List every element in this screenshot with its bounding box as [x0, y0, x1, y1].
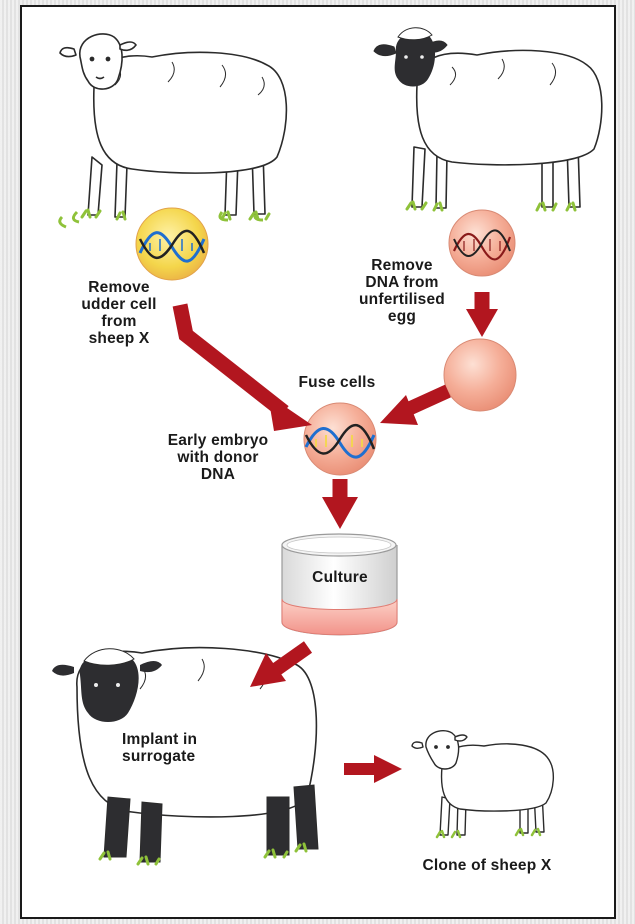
label-fuse-cells: Fuse cells — [282, 374, 392, 391]
diagram-frame: Remove udder cell from sheep X Remove DN… — [20, 5, 616, 919]
early-embryo-icon — [304, 403, 376, 475]
label-culture: Culture — [284, 569, 396, 586]
label-implant-in-surrogate: Implant in surrogate — [122, 731, 242, 765]
label-early-embryo: Early embryo with donor DNA — [138, 432, 298, 483]
label-remove-dna: Remove DNA from unfertilised egg — [342, 257, 462, 325]
label-remove-udder-cell: Remove udder cell from sheep X — [64, 279, 174, 347]
label-clone-of-sheep-x: Clone of sheep X — [382, 857, 592, 874]
sheep-x-icon — [60, 34, 287, 227]
arrow-egg-to-embryo — [380, 391, 448, 425]
arrow-udder-to-embryo — [180, 305, 312, 431]
black-faced-sheep-icon — [412, 50, 602, 208]
arrow-embryo-to-culture — [322, 479, 358, 529]
arrow-surrogate-to-clone — [344, 755, 402, 783]
clone-lamb-icon — [412, 731, 553, 835]
cloning-diagram — [22, 7, 614, 917]
enucleated-egg-icon — [444, 339, 516, 411]
udder-cell-icon — [136, 208, 208, 280]
arrow-egg-down — [466, 292, 498, 337]
